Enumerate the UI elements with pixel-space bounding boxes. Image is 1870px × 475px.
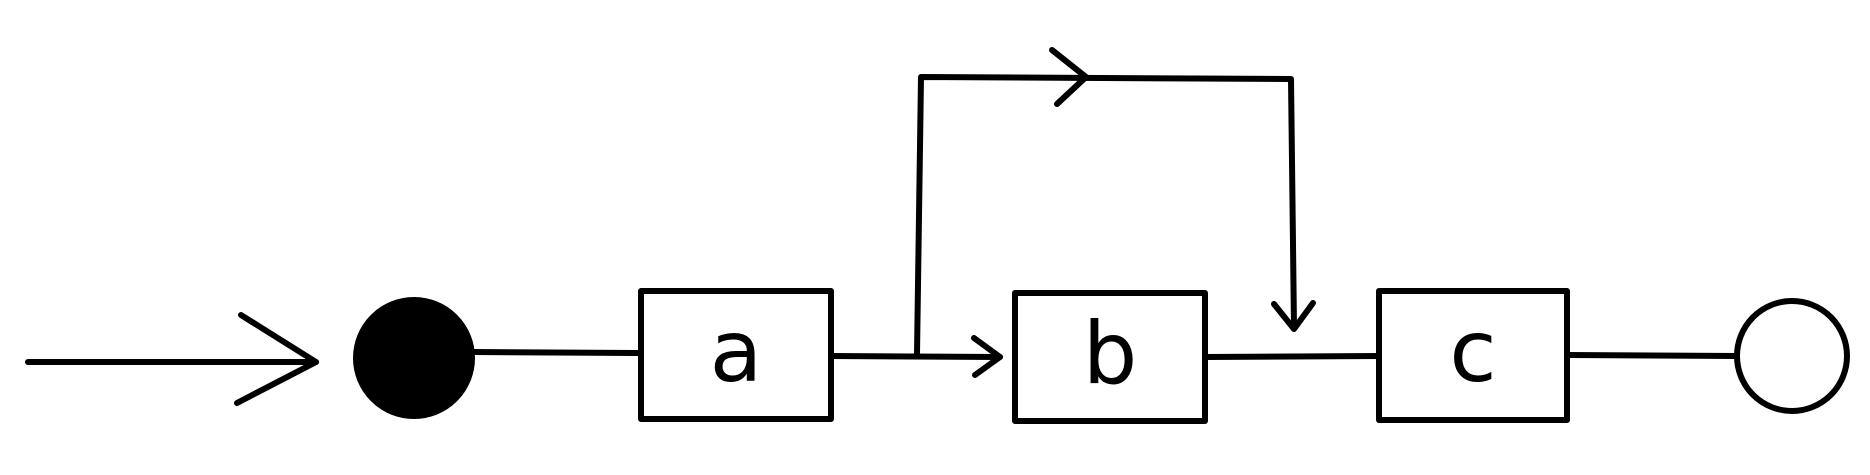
end-node: [1734, 298, 1850, 414]
edge-b-to-c: [1202, 353, 1383, 360]
node-c-label: c: [1449, 302, 1496, 402]
node-c: c: [1376, 288, 1570, 423]
start-node: [353, 297, 475, 419]
edge-start-to-a: [470, 349, 644, 356]
node-b: b: [1012, 290, 1208, 424]
node-a-label: a: [710, 302, 763, 402]
input-arrow: [25, 312, 319, 406]
edge-a-to-c-loop: [914, 47, 1316, 357]
node-a: a: [638, 288, 834, 422]
node-b-label: b: [1083, 304, 1138, 404]
edge-c-to-end: [1564, 352, 1740, 359]
